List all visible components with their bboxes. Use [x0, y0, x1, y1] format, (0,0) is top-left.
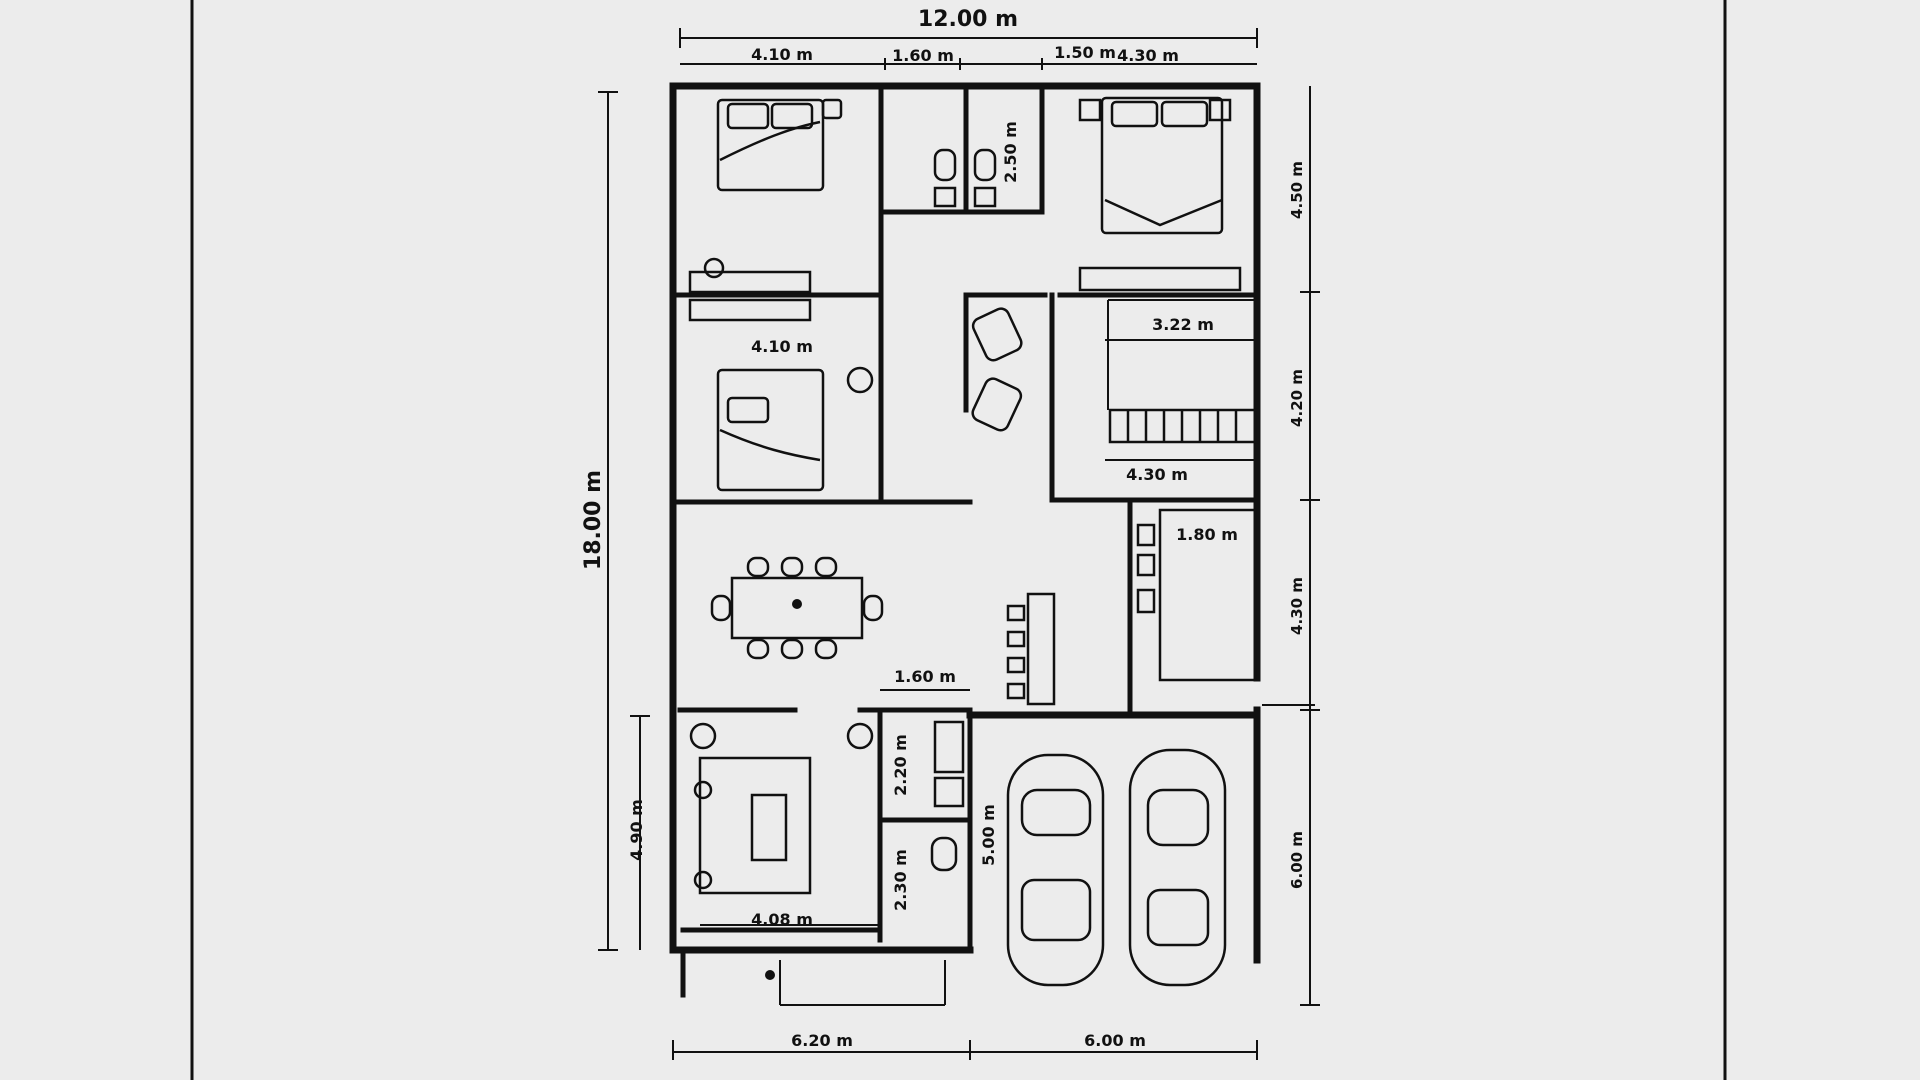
dim-bath-lower-h1: 2.20 m	[891, 734, 910, 796]
sink-icon	[1136, 553, 1156, 577]
lower-bathroom	[930, 720, 965, 872]
dim-right-3: 4.30 m	[1288, 577, 1306, 635]
dimension-lines	[598, 28, 1320, 1060]
toilet-icon	[930, 836, 958, 872]
dim-bottom-right: 6.00 m	[1084, 1031, 1146, 1050]
dim-bath-lower-w: 1.60 m	[894, 667, 956, 686]
stove-icon	[1136, 523, 1156, 547]
dim-right-2: 4.20 m	[1288, 369, 1306, 427]
coffee-table-icon	[750, 793, 788, 862]
shower-icon	[933, 720, 965, 774]
armchair-icon	[971, 307, 1023, 362]
toilet-icon	[933, 148, 957, 182]
upper-bathroom	[933, 148, 997, 208]
overall-width-label: 12.00 m	[918, 7, 1018, 32]
hall-seating	[971, 307, 1023, 432]
bed-icon	[716, 368, 825, 492]
centerpiece-icon	[792, 599, 802, 609]
bookshelf-icon	[1108, 408, 1260, 444]
dim-top-bed1: 4.10 m	[751, 45, 813, 64]
bedroom-1	[688, 98, 843, 294]
bed-icon	[1100, 96, 1224, 235]
desk-icon	[1078, 266, 1242, 292]
dim-kitchen-w: 1.80 m	[1176, 525, 1238, 544]
study-room	[1107, 299, 1260, 444]
desk-icon	[688, 270, 812, 294]
sink-icon	[933, 776, 965, 808]
plant-icon	[846, 366, 874, 394]
nightstand-icon	[1078, 98, 1102, 122]
bedroom-2	[688, 298, 874, 492]
interior-walls	[670, 83, 1260, 953]
dim-bottom-left: 6.20 m	[791, 1031, 853, 1050]
dim-top-bath: 1.60 m	[892, 46, 954, 65]
nightstand-icon	[1208, 98, 1232, 122]
counter-icon	[1158, 508, 1257, 682]
dim-living-h: 4.90 m	[627, 799, 646, 861]
desk-icon	[688, 298, 812, 322]
plant-icon	[689, 722, 717, 750]
dim-right-1: 4.50 m	[1288, 161, 1306, 219]
armchair-icon	[971, 377, 1023, 432]
dim-right-4: 6.00 m	[1288, 831, 1306, 889]
sink-icon	[933, 186, 957, 208]
rug-icon	[698, 756, 812, 895]
nightstand-icon	[821, 98, 843, 120]
master-bedroom	[1078, 96, 1242, 292]
lamp-icon	[693, 870, 713, 890]
overall-length-label: 18.00 m	[581, 470, 606, 570]
island-counter-icon	[1026, 592, 1056, 706]
dim-living-w: 4.08 m	[751, 910, 813, 929]
dim-bed2-w: 4.10 m	[751, 337, 813, 356]
car-icon	[1128, 748, 1227, 987]
car-icon	[1006, 753, 1105, 987]
entry-detail	[680, 952, 946, 1006]
dim-top-a: 1.50 m	[1054, 43, 1116, 62]
living-room	[689, 722, 874, 895]
dim-room-w: 3.22 m	[1152, 315, 1214, 334]
garage	[1006, 748, 1227, 987]
plant-icon	[846, 722, 874, 750]
bed-icon	[716, 98, 825, 192]
dim-garage-inner-h: 5.00 m	[979, 804, 998, 866]
chair-icon	[703, 257, 725, 279]
dim-room-bottom: 4.30 m	[1126, 465, 1188, 484]
kitchen-island	[1006, 592, 1056, 706]
dim-top-b: 4.30 m	[1117, 46, 1179, 65]
dim-bath-lower-h2: 2.30 m	[891, 849, 910, 911]
dining-table-icon	[730, 576, 864, 640]
toilet-icon	[973, 148, 997, 182]
sink-icon	[973, 186, 997, 208]
lamp-icon	[693, 780, 713, 800]
dining-area	[710, 556, 884, 660]
fridge-icon	[1136, 588, 1156, 614]
kitchen	[1136, 508, 1257, 682]
dim-bath-upper-h: 2.50 m	[1001, 121, 1020, 183]
